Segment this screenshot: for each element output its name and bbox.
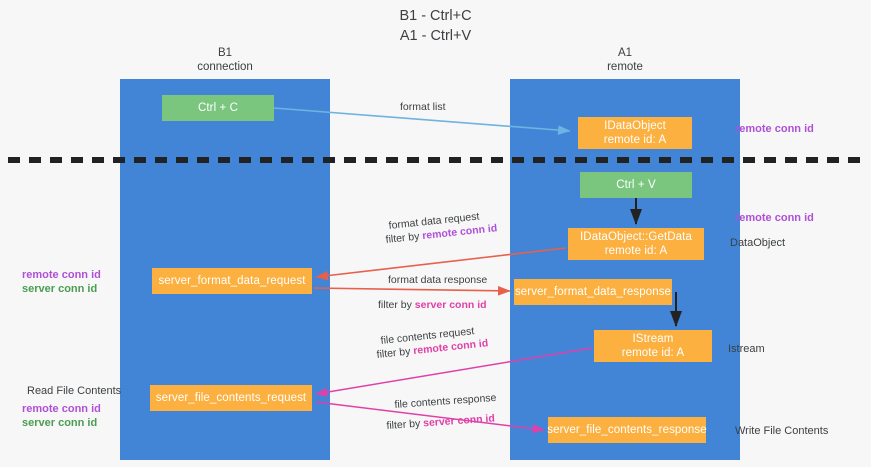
node-server-file-contents-request-label: server_file_contents_request [155,392,307,404]
node-server-file-contents-response-label: server_file_contents_response [547,424,707,436]
title-line-2: A1 - Ctrl+V [399,28,472,44]
node-server-format-data-request[interactable]: server_format_data_request [152,268,312,294]
node-getdata-subtitle: remote id: A [604,245,668,257]
annotation-left-remote-conn-id-2: remote conn id [22,403,101,415]
annotation-write-file-contents: Write File Contents [735,425,829,437]
edge-label-format-list: format list [400,101,446,113]
lane-header-b1-name: B1 [217,47,233,59]
annotation-remote-conn-id-top: remote conn id [735,123,814,135]
page-title: B1 - Ctrl+C A1 - Ctrl+V [0,6,871,46]
filter-by-value-server-2: server conn id [422,412,496,430]
node-idataobject-getdata[interactable]: IDataObject::GetData remote id: A [568,228,704,260]
lane-header-b1-sub: connection [197,61,253,73]
annotation-read-file-contents: Read File Contents [27,385,122,397]
node-server-format-data-request-label: server_format_data_request [158,275,306,287]
edge-label-filter-by-server-conn-id-2: filter by server conn id [386,411,495,433]
node-server-format-data-response-label: server_format_data_response [514,286,672,298]
node-istream-title: IStream [632,333,674,345]
annotation-left-conn-ids-top: remote conn id server conn id [22,268,101,296]
annotation-left-conn-ids-bottom: remote conn id server conn id [22,402,101,430]
lane-header-a1: A1 remote [510,46,740,74]
node-istream-subtitle: remote id: A [621,347,685,359]
phase-divider [8,157,864,163]
filter-by-prefix-3: filter by [376,345,414,361]
node-getdata-title: IDataObject::GetData [580,231,692,243]
lane-header-a1-name: A1 [617,47,633,59]
node-ctrl-v[interactable]: Ctrl + V [580,172,692,198]
annotation-left-server-conn-id-2: server conn id [22,417,98,429]
annotation-left-remote-conn-id: remote conn id [22,269,101,281]
node-ctrl-c-label: Ctrl + C [197,102,239,114]
node-idataobject[interactable]: IDataObject remote id: A [578,117,692,149]
filter-by-prefix-2: filter by [378,299,415,311]
node-istream[interactable]: IStream remote id: A [594,330,712,362]
lane-header-b1: B1 connection [120,46,330,74]
annotation-istream: Istream [728,343,765,355]
node-server-file-contents-request[interactable]: server_file_contents_request [150,385,312,411]
edge-format-data-response [313,286,511,296]
filter-by-prefix-1: filter by [385,230,423,246]
edge-label-format-data-response: format data response [388,274,488,286]
edge-label-filter-by-server-conn-id-1: filter by server conn id [378,298,487,312]
node-ctrl-c[interactable]: Ctrl + C [162,95,274,121]
node-idataobject-title: IDataObject [604,120,666,132]
node-server-file-contents-response[interactable]: server_file_contents_response [547,417,707,443]
annotation-left-server-conn-id: server conn id [22,283,98,295]
annotation-dataobject: DataObject [730,237,786,249]
title-line-1: B1 - Ctrl+C [399,8,472,24]
node-ctrl-v-label: Ctrl + V [616,179,656,191]
lane-header-a1-sub: remote [607,61,643,73]
node-idataobject-subtitle: remote id: A [603,134,667,146]
node-server-format-data-response[interactable]: server_format_data_response [514,279,672,305]
annotation-remote-conn-id-mid: remote conn id [735,212,814,224]
filter-by-prefix-4: filter by [386,417,424,432]
edge-label-file-contents-response: file contents response [394,391,497,411]
filter-by-value-server-1: server conn id [414,299,487,311]
